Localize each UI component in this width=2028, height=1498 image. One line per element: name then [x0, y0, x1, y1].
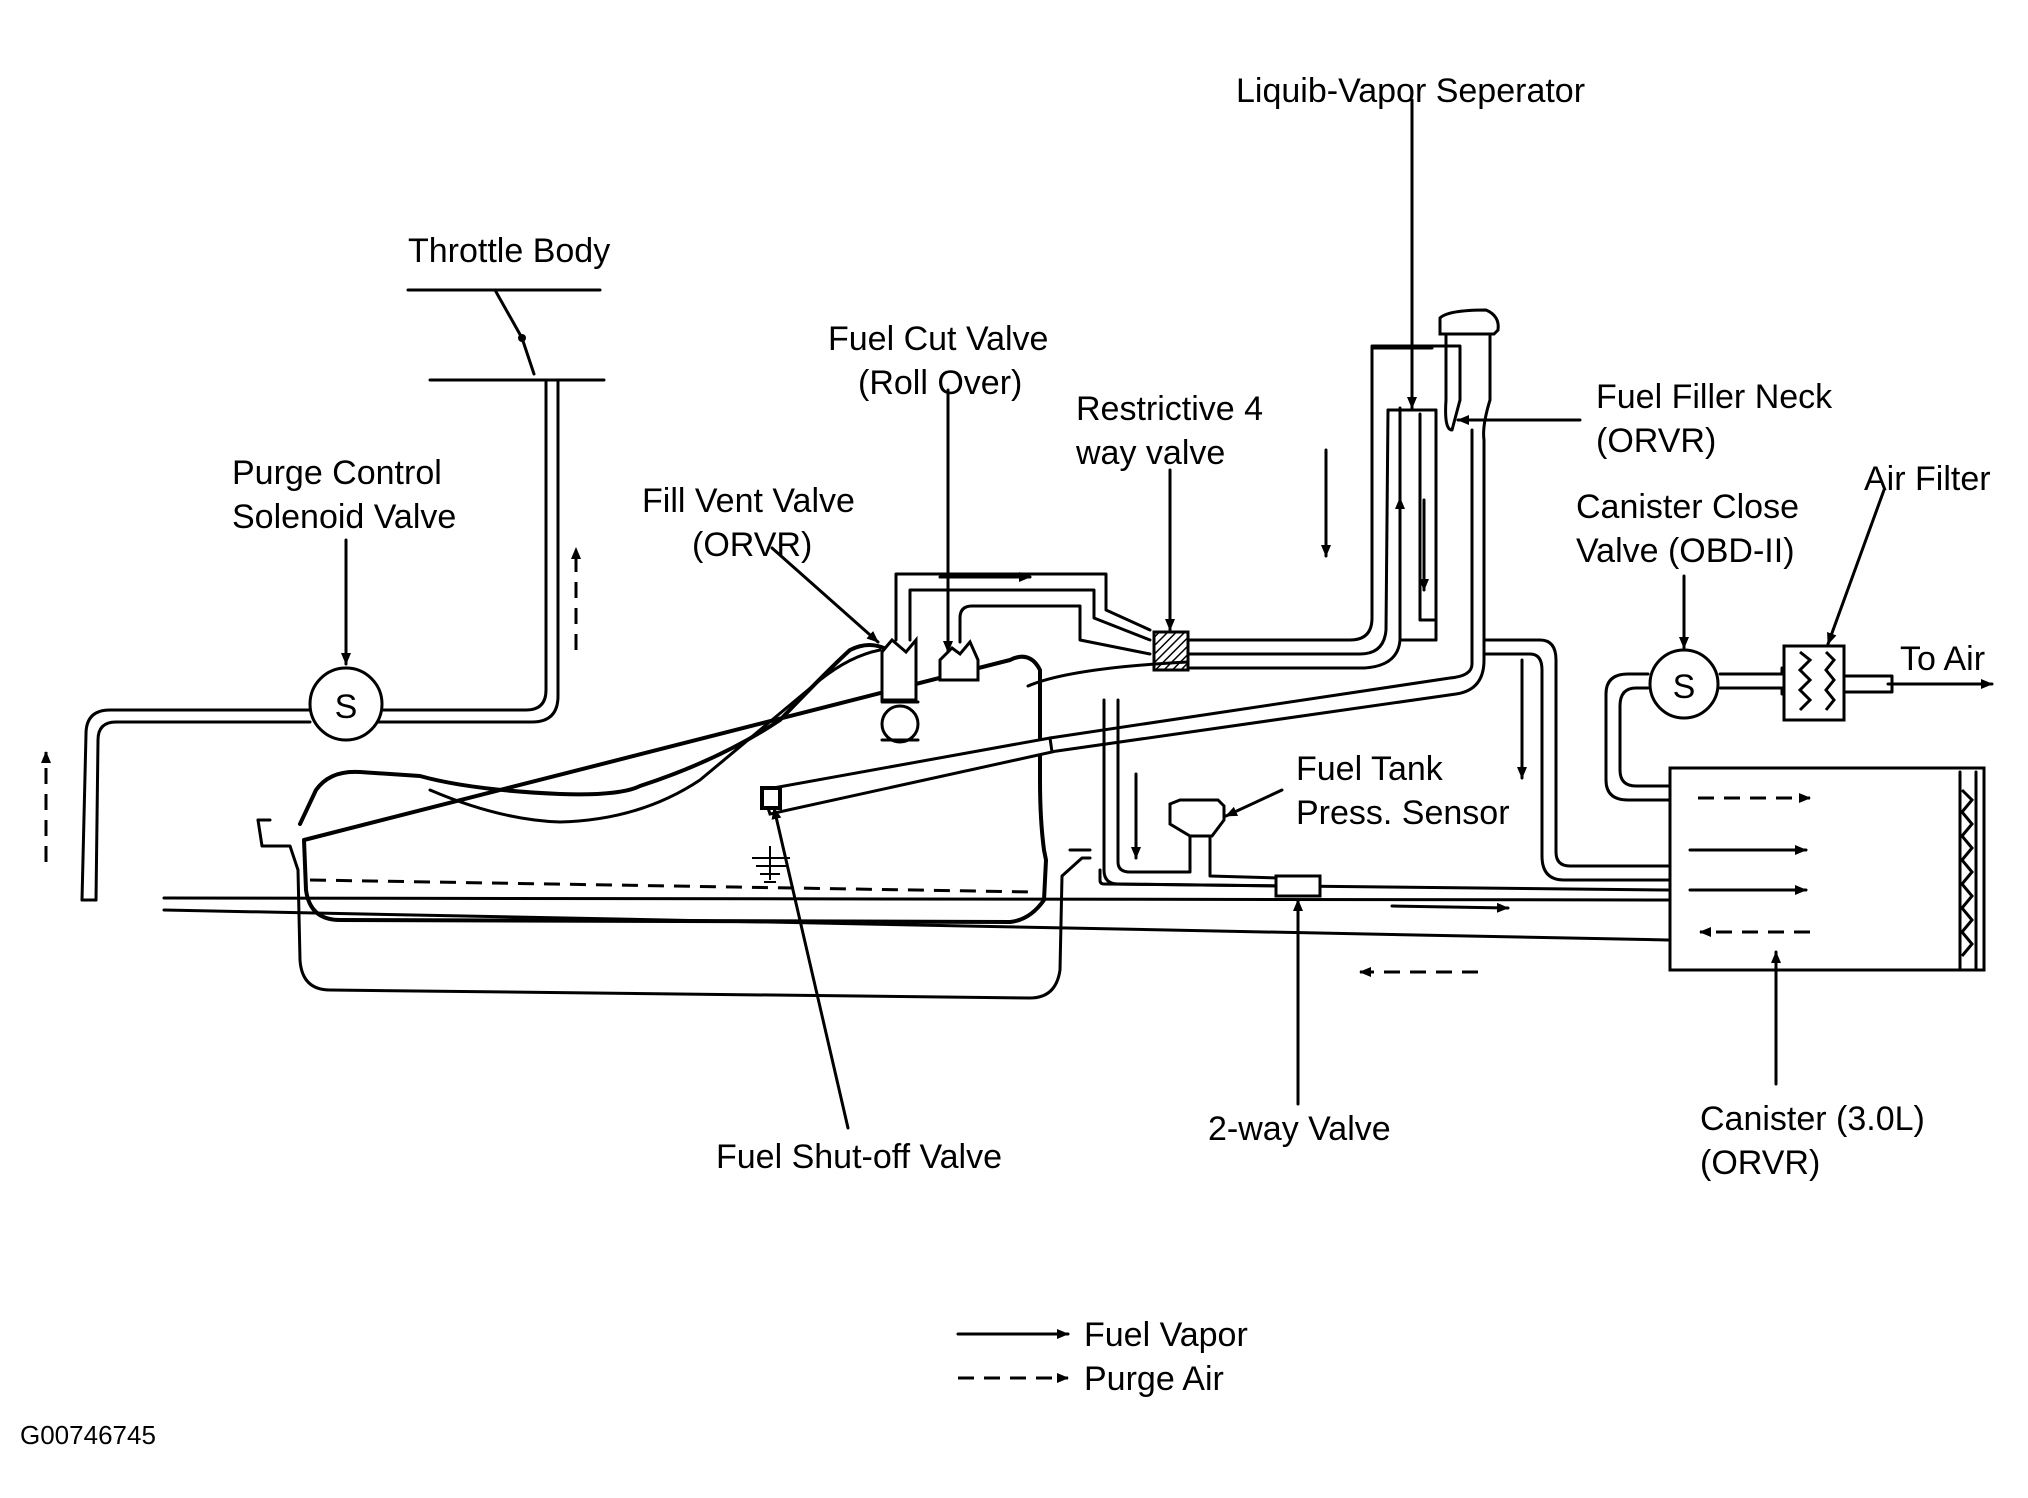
- label-fuel-tank-press: Fuel Tank: [1296, 750, 1444, 788]
- legend: Fuel Vapor Purge Air: [956, 1316, 1248, 1398]
- canister-close-lines: [1604, 666, 1894, 802]
- label-canister-sub: (ORVR): [1700, 1144, 1820, 1182]
- label-air-filter: Air Filter: [1864, 460, 1991, 498]
- label-to-air: To Air: [1900, 640, 1985, 678]
- label-fuel-filler-neck-sub: (ORVR): [1596, 422, 1716, 460]
- label-canister-close: Canister Close: [1576, 488, 1799, 526]
- label-canister-close-sub: Valve (OBD-II): [1576, 532, 1795, 570]
- legend-fuel-vapor-label: Fuel Vapor: [1084, 1316, 1248, 1354]
- fuel-tank-press-sensor: [1168, 798, 1226, 838]
- label-fill-vent-valve-sub: (ORVR): [692, 526, 812, 564]
- fill-vent-pointer: [770, 546, 880, 644]
- purge-control-solenoid-valve: S: [308, 666, 384, 742]
- canister: [1668, 766, 1986, 972]
- throttle-body: [350, 288, 606, 724]
- label-throttle-body: Throttle Body: [408, 232, 610, 270]
- filler-to-canister-line: [1482, 638, 1670, 882]
- label-fill-vent-valve: Fill Vent Valve: [642, 482, 855, 520]
- fuel-level-symbol: [752, 846, 790, 883]
- purge-solenoid-symbol: S: [335, 688, 358, 726]
- label-purge-control: Purge Control: [232, 454, 442, 492]
- canister-close-solenoid-symbol: S: [1673, 668, 1696, 706]
- label-fuel-filler-neck: Fuel Filler Neck: [1596, 378, 1833, 416]
- canister-close-valve: S: [1648, 648, 1720, 720]
- label-fuel-tank-press-sub: Press. Sensor: [1296, 794, 1510, 832]
- main-pipes: [162, 868, 1670, 942]
- air-filter-pointer: [1826, 488, 1886, 646]
- vent-lines: [894, 572, 1152, 656]
- fuel-cut-valve: [938, 639, 980, 682]
- figure-code: G00746745: [20, 1420, 156, 1450]
- press-sensor-pointer: [1224, 788, 1284, 818]
- air-filter: [1782, 644, 1846, 722]
- legend-purge-air-label: Purge Air: [1084, 1360, 1224, 1398]
- fuel-shut-off-valve: [760, 786, 782, 810]
- vapor-arrow-right-mid: [1390, 902, 1510, 913]
- label-restrictive-valve: Restrictive 4: [1076, 390, 1263, 428]
- label-fuel-cut-valve-sub: (Roll Over): [858, 364, 1022, 402]
- label-fuel-cut-valve: Fuel Cut Valve: [828, 320, 1048, 358]
- label-liquid-vapor-separator: Liquib-Vapor Seperator: [1236, 72, 1585, 110]
- purge-solenoid-lines: [80, 708, 312, 902]
- shutoff-valve-pointer: [771, 806, 850, 1130]
- fuel-tank: [256, 643, 1092, 1000]
- filler-tube: [760, 736, 1054, 816]
- label-canister: Canister (3.0L): [1700, 1100, 1925, 1138]
- label-restrictive-valve-sub: way valve: [1075, 434, 1225, 472]
- fill-vent-valve: [880, 635, 920, 744]
- label-purge-control-sub: Solenoid Valve: [232, 498, 456, 536]
- label-fuel-shutoff-valve: Fuel Shut-off Valve: [716, 1138, 1002, 1176]
- pressure-sensor-lines: [1102, 698, 1282, 888]
- fuel-filler-neck: [1048, 308, 1500, 754]
- two-way-valve: [1274, 874, 1322, 898]
- label-two-way-valve: 2-way Valve: [1208, 1110, 1391, 1148]
